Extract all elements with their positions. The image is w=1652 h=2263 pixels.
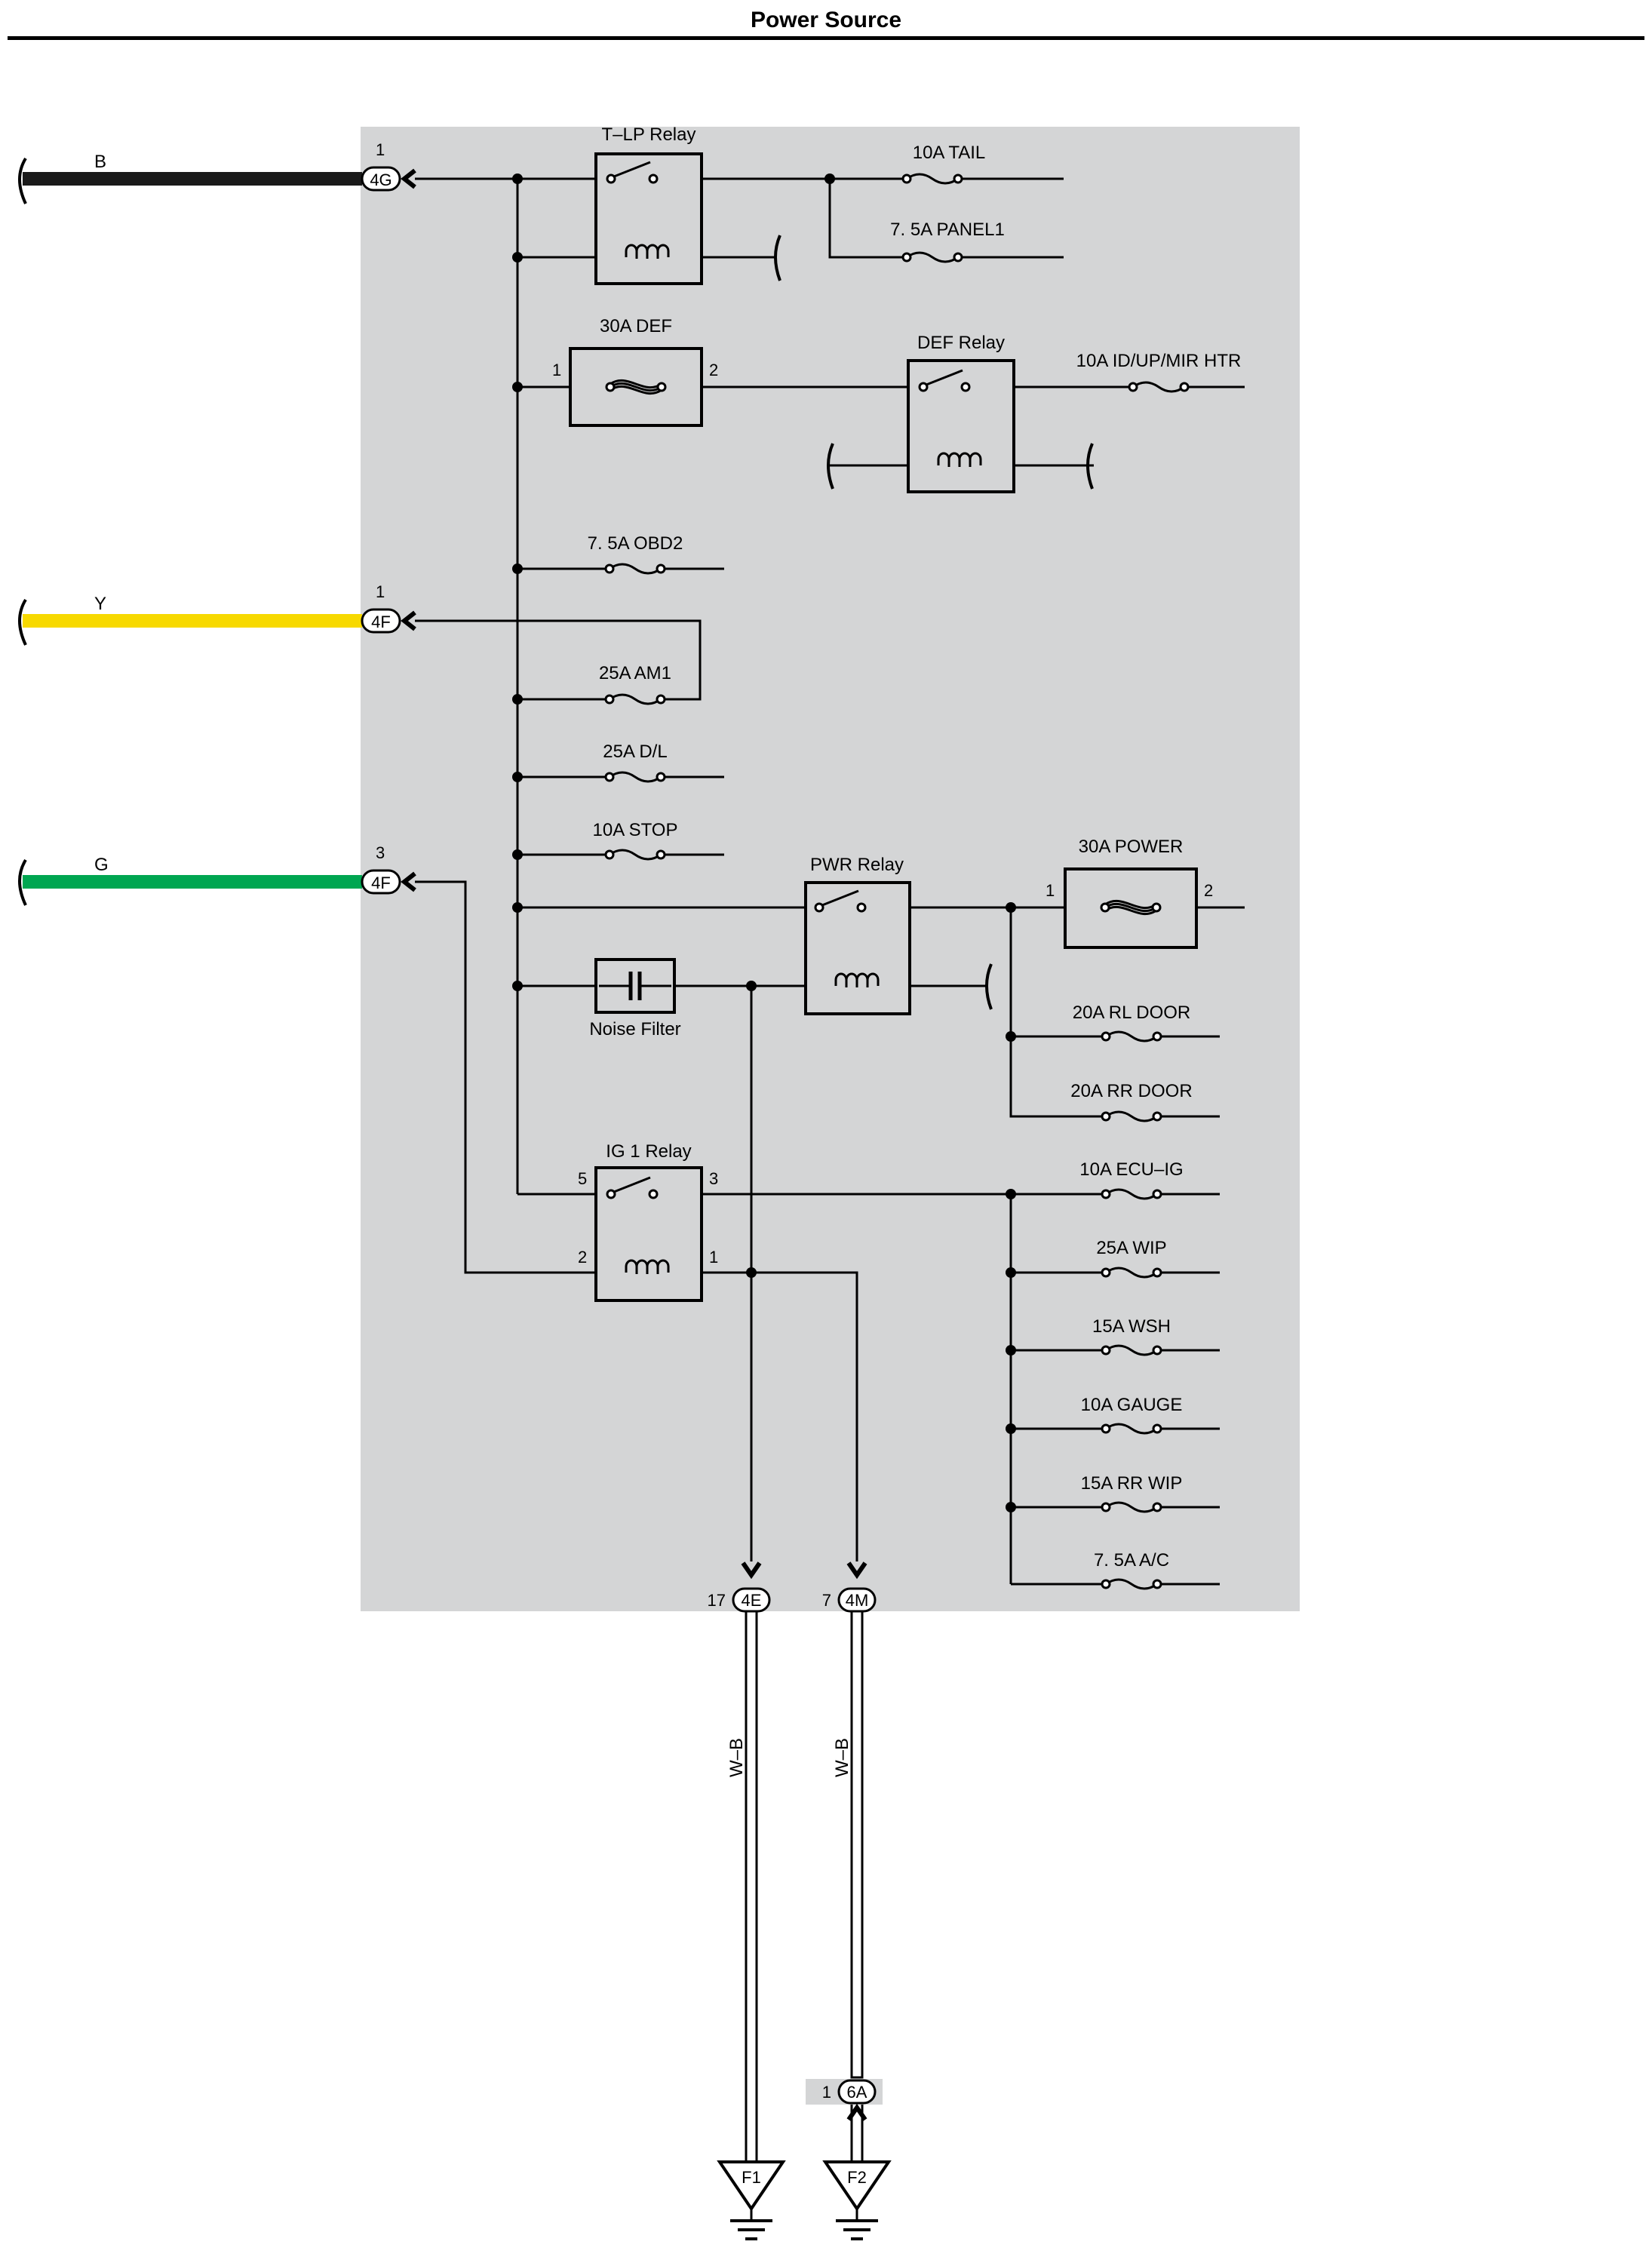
pin-4f-g: 3 [376,843,385,862]
connector-4e: 4E 17 [708,1561,771,1613]
flink-def-pin2: 2 [709,361,718,379]
svg-text:7. 5A PANEL1: 7. 5A PANEL1 [890,220,1005,240]
svg-text:20A RL DOOR: 20A RL DOOR [1073,1003,1191,1023]
fuse-rldoor: 20A RL DOOR [1073,1003,1191,1042]
svg-text:4F: 4F [371,874,391,892]
ig1-pin5: 5 [578,1169,587,1188]
wire-label-y: Y [94,594,106,614]
wire-label-4e: W–B [726,1738,747,1777]
noise-filter-label: Noise Filter [589,1019,680,1039]
pin-4f-y: 1 [376,582,385,601]
fuse-obd2: 7. 5A OBD2 [588,533,683,575]
svg-text:6A: 6A [847,2083,867,2102]
wire-b [23,172,362,186]
fuse-ac: 7. 5A A/C [1094,1550,1169,1590]
fuse-dl: 25A D/L [603,742,668,783]
svg-text:10A ECU–IG: 10A ECU–IG [1079,1159,1183,1180]
tlp-relay-label: T–LP Relay [602,124,696,145]
def-coil-break-left [827,443,834,490]
input-g: G [18,855,362,906]
fuse-wip: 25A WIP [1096,1238,1167,1279]
def-relay: DEF Relay [907,333,1015,493]
svg-text:15A RR WIP: 15A RR WIP [1081,1473,1183,1494]
svg-text:10A ID/UP/MIR HTR: 10A ID/UP/MIR HTR [1076,351,1242,371]
ig1-relay: IG 1 Relay 5 3 2 1 [578,1141,718,1302]
pin-6a: 1 [822,2083,831,2102]
wire-label-4m: W–B [832,1738,852,1777]
ig1-pin1: 1 [709,1248,718,1267]
fusible-link-def: 30A DEF 1 2 [552,316,718,427]
ig1-pin3: 3 [709,1169,718,1188]
input-b: B [18,152,362,204]
flink-power-pin2: 2 [1204,881,1213,900]
page-title: Power Source [750,8,902,32]
input-y: Y [18,594,362,646]
ig1-relay-label: IG 1 Relay [606,1141,691,1162]
fuse-rrwip: 15A RR WIP [1081,1473,1183,1513]
flink-def-pin1: 1 [552,361,561,379]
fusible-link-power: 30A POWER 1 2 [1046,837,1213,949]
pin-4e: 17 [708,1591,726,1610]
fuse-gauge: 10A GAUGE [1081,1395,1183,1435]
flink-power-label: 30A POWER [1079,837,1184,857]
svg-text:25A AM1: 25A AM1 [599,663,671,683]
junction-dots [512,173,1016,1512]
svg-text:7. 5A OBD2: 7. 5A OBD2 [588,533,683,554]
connector-4f-y: 4F 1 [361,582,416,634]
fuse-rrdoor: 20A RR DOOR [1070,1081,1193,1122]
svg-text:7. 5A A/C: 7. 5A A/C [1094,1550,1169,1571]
wire-y [23,614,362,628]
def-relay-label: DEF Relay [917,333,1005,353]
svg-text:F1: F1 [742,2168,761,2187]
wire-label-b: B [94,152,106,172]
wire-label-g: G [94,855,109,875]
fuse-am1: 25A AM1 [599,663,671,705]
svg-text:10A GAUGE: 10A GAUGE [1081,1395,1183,1415]
title-rule [8,36,1644,40]
fuse-ecuig: 10A ECU–IG [1079,1159,1184,1200]
fuse-stop: 10A STOP [593,820,678,861]
svg-text:F2: F2 [847,2168,867,2187]
ground-f2: F2 [822,2160,892,2240]
svg-text:4G: 4G [370,170,392,189]
connector-4g: 4G 1 [361,140,416,192]
tlp-relay: T–LP Relay [594,124,703,285]
pwr-relay-label: PWR Relay [810,855,904,875]
fuse-tail: 10A TAIL [901,143,986,185]
pin-4g: 1 [376,140,385,159]
wire-g [23,875,362,889]
svg-text:10A TAIL: 10A TAIL [913,143,986,163]
svg-text:15A WSH: 15A WSH [1092,1316,1171,1337]
fuse-wsh: 15A WSH [1092,1316,1171,1356]
noise-filter: Noise Filter [589,958,681,1039]
fuse-idupmir: 10A ID/UP/MIR HTR [1076,351,1242,393]
pwr-relay: PWR Relay [804,855,911,1015]
svg-text:25A D/L: 25A D/L [603,742,667,762]
svg-text:25A WIP: 25A WIP [1096,1238,1166,1258]
svg-text:10A STOP: 10A STOP [593,820,678,840]
svg-text:4E: 4E [742,1591,762,1610]
fuses: 10A TAIL 7. 5A PANEL1 10A ID/UP/MIR HTR … [588,143,1242,1590]
svg-text:20A RR DOOR: 20A RR DOOR [1070,1081,1192,1101]
pin-4m: 7 [822,1591,831,1610]
ground-f1: F1 [717,2160,786,2240]
junction-6a: 6A 1 [806,2079,883,2121]
pwr-coil-break [985,963,993,1010]
flink-power-pin1: 1 [1046,881,1055,900]
flink-def-label: 30A DEF [600,316,672,336]
svg-text:4F: 4F [371,613,391,631]
connector-4f-g: 4F 3 [361,843,416,895]
fuse-panel1: 7. 5A PANEL1 [890,220,1005,263]
ig1-pin2: 2 [578,1248,587,1267]
def-coil-break-right [1086,443,1094,490]
tlp-coil-break [774,235,781,281]
svg-text:4M: 4M [846,1591,869,1610]
